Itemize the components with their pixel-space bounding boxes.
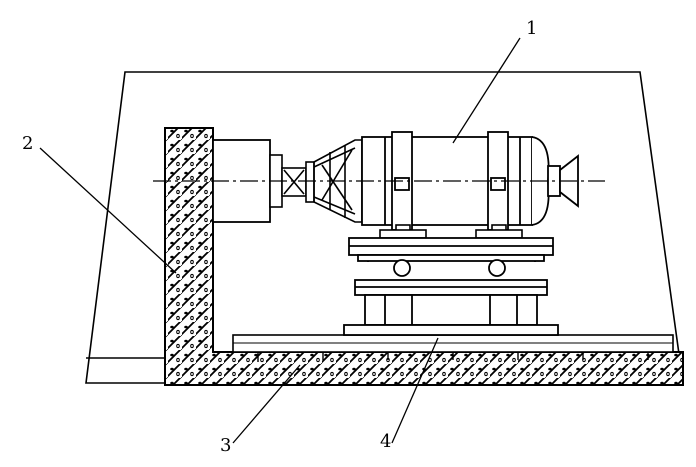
cart-platform — [348, 237, 554, 262]
concrete-wall-floor — [164, 127, 684, 386]
rail-anchors — [257, 352, 649, 362]
callout-label-4: 4 — [380, 431, 392, 452]
callout-label-2: 2 — [22, 133, 34, 154]
callout-label-3: 3 — [220, 435, 232, 456]
cylinder-supports — [379, 224, 523, 239]
base-stand — [343, 279, 559, 336]
cart-wheels — [393, 259, 506, 277]
callout-label-1: 1 — [526, 18, 538, 39]
callout-leaders — [39, 37, 521, 444]
